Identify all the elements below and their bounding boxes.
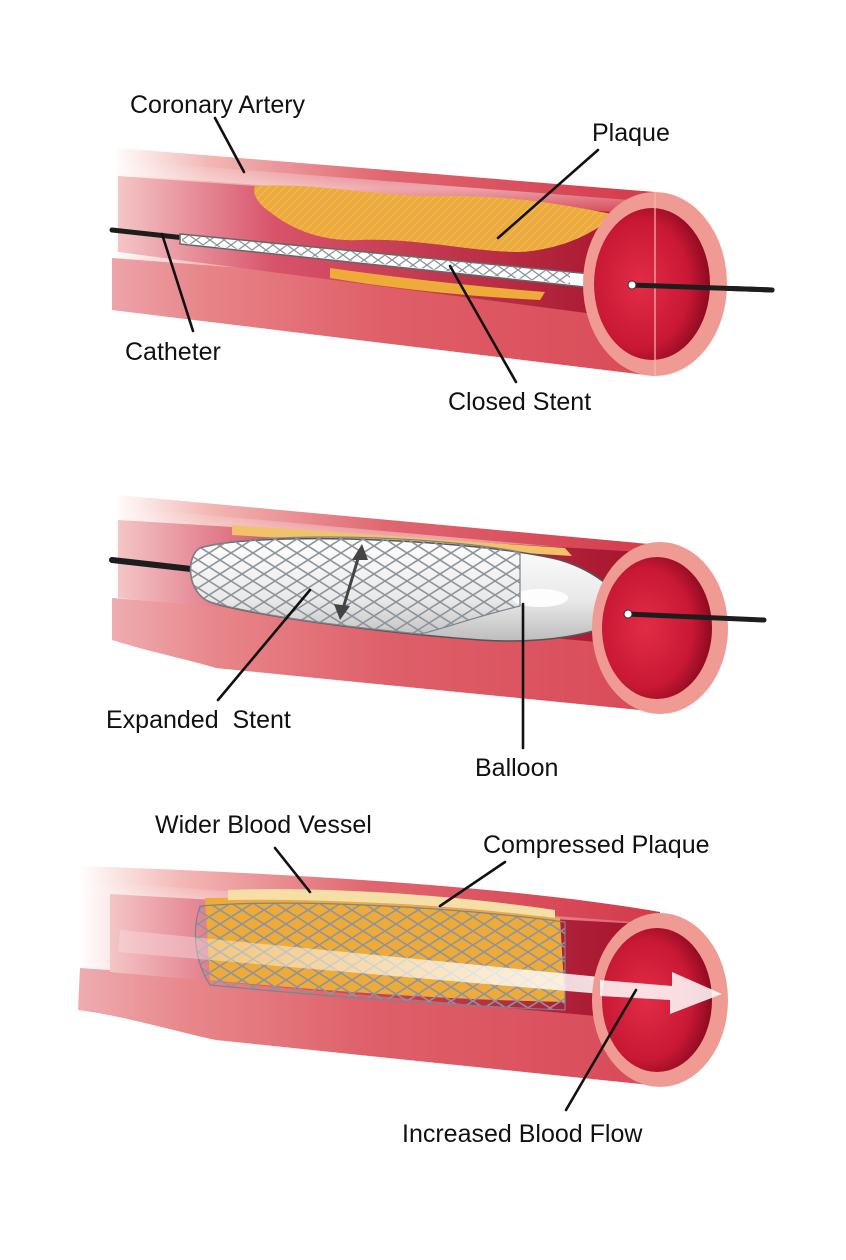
expansion-arrow: [334, 544, 368, 620]
label-coronary-artery: Coronary Artery: [130, 91, 306, 119]
leader-expanded-stent: [216, 588, 312, 702]
label-compressed-plaque: Compressed Plaque: [483, 831, 710, 859]
label-expanded-stent: Expanded Stent: [106, 706, 291, 734]
balloon-shine: [512, 589, 568, 607]
artery-opening-hole-3: [602, 928, 712, 1072]
guide-wire-2: [623, 611, 767, 623]
leader-increased-flow: [564, 988, 638, 1112]
catheter-wire: [109, 227, 188, 241]
label-closed-stent: Closed Stent: [448, 388, 591, 416]
label-plaque: Plaque: [592, 119, 670, 147]
stent-tip: [627, 280, 637, 290]
closed-stent-mesh: [182, 235, 570, 284]
label-wider-vessel: Wider Blood Vessel: [155, 811, 372, 839]
panel-stent-expansion: Expanded Stent Balloon: [106, 495, 767, 782]
leader-wider-vessel: [273, 846, 312, 894]
plaque-texture: [254, 185, 612, 252]
panel-stent-delivery: Coronary Artery Plaque Catheter Closed S…: [109, 91, 775, 416]
expanded-stent: [189, 536, 521, 635]
label-balloon: Balloon: [475, 754, 558, 782]
guide-wire-front: [629, 282, 775, 293]
panel-stent-deployed: Wider Blood Vessel Compressed Plaque Inc…: [78, 811, 728, 1148]
leader-catheter: [160, 232, 195, 333]
artery-lower-band-3: [78, 968, 660, 1086]
blood-flow-arrow: [118, 930, 722, 1014]
balloon-tip: [623, 609, 633, 619]
leader-plaque: [496, 148, 600, 240]
plaque-lower: [330, 268, 545, 300]
artery-opening-hole-2: [602, 557, 712, 699]
artery-lower-band: [112, 258, 655, 376]
label-catheter: Catheter: [125, 338, 221, 366]
label-increased-flow: Increased Blood Flow: [402, 1120, 643, 1148]
leader-compressed-plaque: [438, 860, 507, 908]
blood-flow-arrowhead: [600, 972, 722, 1014]
plaque-highlight-3: [228, 889, 555, 918]
leader-closed-stent: [448, 264, 518, 384]
leader-coronary-artery: [213, 116, 246, 174]
